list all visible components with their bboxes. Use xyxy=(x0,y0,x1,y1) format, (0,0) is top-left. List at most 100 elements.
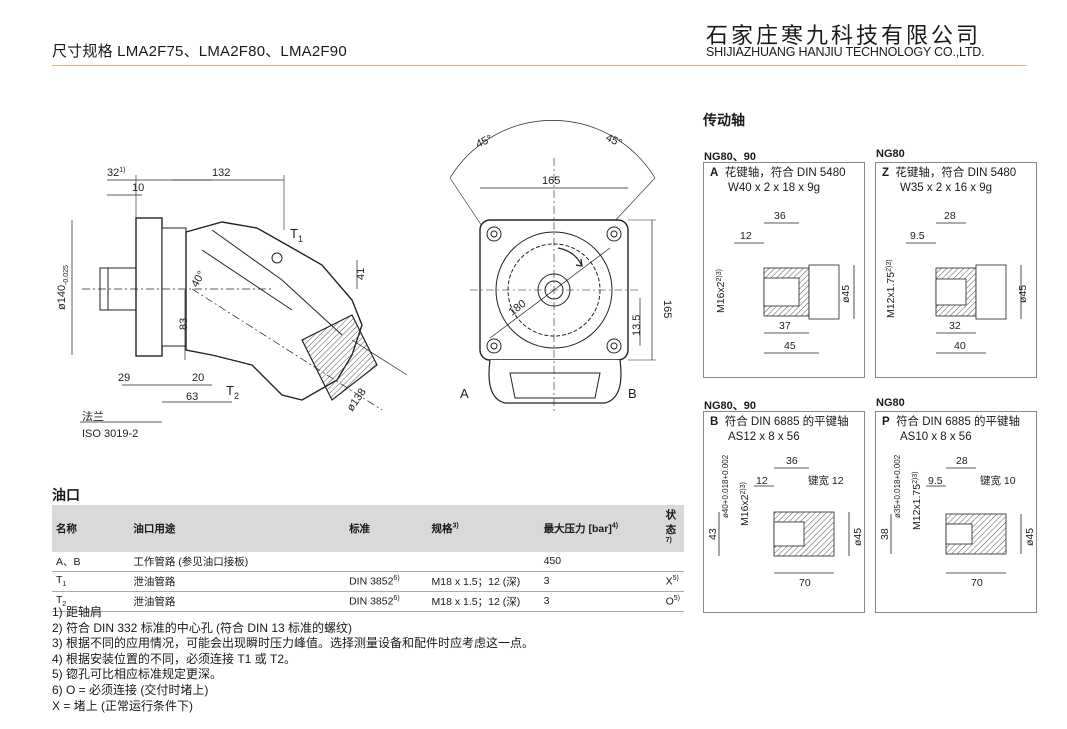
table-row: T1 泄油管路 DIN 38526) M18 x 1.5；12 (深) 3 X5… xyxy=(52,571,684,592)
cell-name: T1 xyxy=(52,571,130,592)
table-row: T2 泄油管路 DIN 38526) M18 x 1.5；12 (深) 3 O5… xyxy=(52,591,684,612)
port-a-label: A xyxy=(460,386,469,401)
dim-41: 41 xyxy=(355,268,367,280)
shaft-a-dia: ø45 xyxy=(840,285,852,303)
shaft-a-dim-top: 36 xyxy=(774,210,786,222)
col-size: 规格3) xyxy=(427,505,540,552)
flange-label: 法兰 xyxy=(82,409,104,423)
shaft-z-desc: Z 花键轴，符合 DIN 5480 xyxy=(882,167,1017,179)
cell-use: 工作管路 (参见油口接板) xyxy=(129,551,346,572)
col-name: 名称 xyxy=(52,505,130,552)
dim-13-5: 13.5 xyxy=(631,315,643,336)
port-t1-label: T1 xyxy=(290,226,303,244)
shaft-a-thread: M16x22)3) xyxy=(715,269,727,313)
table-row: A、B 工作管路 (参见油口接板) 450 xyxy=(52,551,684,572)
shaft-z-len1: 32 xyxy=(949,320,961,332)
col-std: 标准 xyxy=(345,505,428,552)
footnotes: 1) 距轴肩 2) 符合 DIN 332 标准的中心孔 (符合 DIN 13 标… xyxy=(52,605,534,714)
dim-20: 20 xyxy=(192,372,204,384)
company-name-en: SHIJIAZHUANG HANJIU TECHNOLOGY CO.,LTD. xyxy=(706,45,985,59)
shaft-a-dim-small: 12 xyxy=(740,230,752,242)
shaft-b-key: 键宽 12 xyxy=(808,474,844,487)
ports-table-header: 名称 油口用途 标准 规格3) 最大压力 [bar]4) 状态7) xyxy=(52,505,684,552)
shaft-z-spec: W35 x 2 x 16 x 9g xyxy=(900,182,993,194)
dim-165-vertical: 165 xyxy=(661,300,673,318)
page-title: 尺寸规格 LMA2F75、LMA2F80、LMA2F90 xyxy=(52,43,347,60)
shaft-b-shaft-dia: ø40+0.018+0.002 xyxy=(721,454,730,518)
dim-132: 132 xyxy=(212,167,230,179)
shaft-b-spec: AS12 x 8 x 56 xyxy=(728,431,800,443)
cell-pressure: 3 xyxy=(539,571,662,592)
shafts-title: 传动轴 xyxy=(703,112,745,128)
cell-pressure: 3 xyxy=(539,591,662,612)
port-b-label: B xyxy=(628,386,637,401)
port-t2-label: T2 xyxy=(226,383,239,401)
shaft-p-dim-small: 9.5 xyxy=(928,475,943,487)
header-rule xyxy=(52,65,1027,66)
shaft-b-dim-small: 12 xyxy=(756,475,768,487)
dim-83: 83 xyxy=(178,318,190,330)
cell-state xyxy=(661,551,684,572)
side-view-drawing: 321) 132 10 T1 41 40° 83 ø140-0.025 29 2… xyxy=(56,167,408,440)
col-use: 油口用途 xyxy=(129,505,346,552)
shaft-z-thread: M12x1.752)3) xyxy=(885,259,897,318)
footnote: 1) 距轴肩 xyxy=(52,605,103,619)
cell-size: M18 x 1.5；12 (深) xyxy=(427,571,540,592)
footnote: 6) O = 必须连接 (交付时堵上) xyxy=(52,682,209,697)
shaft-z-ng: NG80 xyxy=(876,148,905,160)
dim-140: ø140-0.025 xyxy=(56,265,70,310)
shaft-p-shaft-dia: ø35+0.018+0.002 xyxy=(893,454,902,518)
footnote: X = 堵上 (正常运行条件下) xyxy=(52,698,194,713)
shaft-p-ng: NG80 xyxy=(876,397,905,409)
cell-std: DIN 38526) xyxy=(345,571,428,592)
shaft-box-z: Z 花键轴，符合 DIN 5480 W35 x 2 x 16 x 9g 28 9… xyxy=(875,162,1037,378)
cell-state: X5) xyxy=(661,571,684,592)
flange-standard: ISO 3019-2 xyxy=(82,428,138,440)
col-pressure: 最大压力 [bar]4) xyxy=(539,505,662,552)
shaft-z-dia: ø45 xyxy=(1017,285,1029,303)
shaft-b-desc: B 符合 DIN 6885 的平键轴 xyxy=(710,416,849,428)
footnote: 3) 根据不同的应用情况，可能会出现瞬时压力峰值。选择测量设备和配件时应考虑这一… xyxy=(52,636,535,651)
shaft-a-len2: 45 xyxy=(784,340,796,352)
shaft-z-dim-small: 9.5 xyxy=(910,230,925,242)
footnote: 2) 符合 DIN 332 标准的中心孔 (符合 DIN 13 标准的螺纹) xyxy=(52,620,353,635)
shaft-z-dim-top: 28 xyxy=(944,210,956,222)
shaft-a-ng: NG80、90 xyxy=(704,151,756,163)
dim-138: ø138 xyxy=(345,386,369,413)
shaft-b-dim-top: 36 xyxy=(786,455,798,467)
cell-name: A、B xyxy=(52,551,130,572)
shaft-p-len: 70 xyxy=(971,577,983,589)
shaft-b-dia: ø45 xyxy=(852,528,864,546)
shaft-a-desc: A 花键轴，符合 DIN 5480 xyxy=(710,167,846,179)
shaft-b-len: 70 xyxy=(799,577,811,589)
cell-name: T2 xyxy=(52,591,130,612)
shaft-box-b: B 符合 DIN 6885 的平键轴 AS12 x 8 x 56 36 12 键… xyxy=(703,411,865,613)
shaft-z-len2: 40 xyxy=(954,340,966,352)
angle-45-right: 45° xyxy=(604,132,624,150)
shaft-a-spec: W40 x 2 x 18 x 9g xyxy=(728,182,821,194)
col-state: 状态7) xyxy=(661,505,684,552)
cell-size xyxy=(427,551,540,572)
footnote: 5) 锪孔可比相应标准规定更深。 xyxy=(52,667,223,682)
shaft-p-spec: AS10 x 8 x 56 xyxy=(900,431,972,443)
company-name-cn: 石家庄寒九科技有限公司 xyxy=(706,24,982,49)
cell-use: 泄油管路 xyxy=(129,571,346,592)
cell-pressure: 450 xyxy=(539,551,662,572)
dim-32: 321) xyxy=(107,167,125,179)
cell-std xyxy=(345,551,428,572)
front-view-drawing: 45° 45° 165 165 180 13.5 A B xyxy=(449,120,673,413)
ports-table: 名称 油口用途 标准 规格3) 最大压力 [bar]4) 状态7) A、B 工作… xyxy=(52,505,684,612)
shaft-p-key: 键宽 10 xyxy=(980,474,1016,487)
dim-63: 63 xyxy=(186,391,198,403)
shaft-box-p: P 符合 DIN 6885 的平键轴 AS10 x 8 x 56 28 9.5 … xyxy=(875,411,1037,613)
ports-title: 油口 xyxy=(52,487,80,503)
shaft-p-dia: ø45 xyxy=(1024,528,1036,546)
shaft-p-desc: P 符合 DIN 6885 的平键轴 xyxy=(882,416,1021,428)
shaft-p-dim-top: 28 xyxy=(956,455,968,467)
shaft-b-thread: M16x22)3) xyxy=(739,482,751,526)
dim-10: 10 xyxy=(132,182,144,194)
cell-state: O5) xyxy=(661,591,684,612)
shaft-b-height: 43 xyxy=(707,528,719,540)
cell-size: M18 x 1.5；12 (深) xyxy=(427,591,540,612)
dim-29: 29 xyxy=(118,372,130,384)
